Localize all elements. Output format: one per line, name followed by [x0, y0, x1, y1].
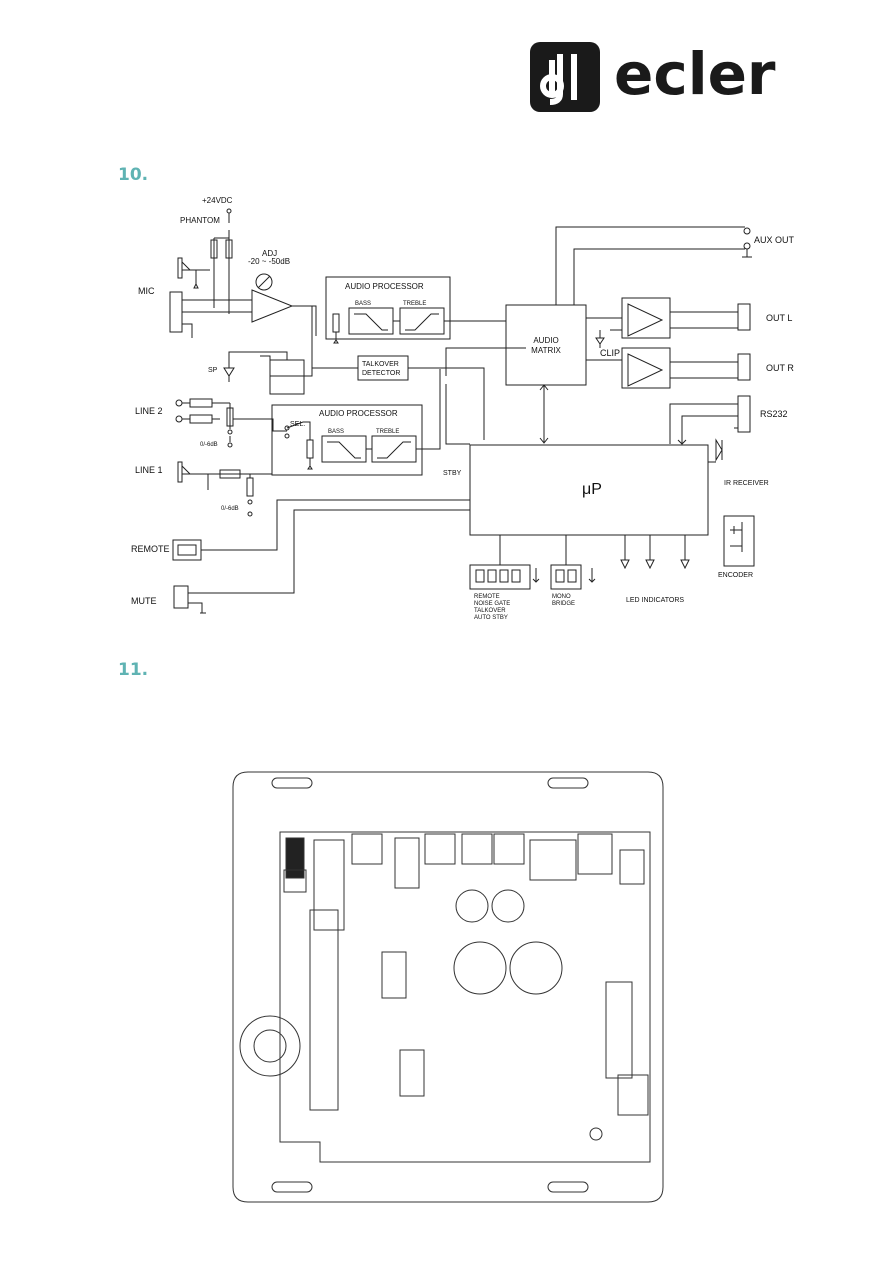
supply-label: +24VDC — [202, 196, 233, 205]
line2-label: LINE 2 — [135, 406, 163, 416]
treble-label-1: TREBLE — [403, 301, 426, 307]
remote-label: REMOTE — [131, 544, 170, 554]
dip2-label-1: BRIDGE — [552, 601, 575, 607]
audio-processor-label-1: AUDIO PROCESSOR — [345, 282, 424, 291]
audio-matrix-line1: AUDIO — [533, 336, 558, 345]
line1-label: LINE 1 — [135, 465, 163, 475]
dip2-label-0: MONO — [552, 594, 571, 600]
talkover-detector-line2: DETECTOR — [362, 370, 400, 377]
ecler-logo: ecler — [530, 42, 776, 112]
out-l-label: OUT L — [766, 313, 792, 323]
bass-label-1: BASS — [355, 301, 371, 307]
talkover-detector-line1: TALKOVER — [362, 361, 399, 368]
rs232-label: RS232 — [760, 409, 788, 419]
dip1-label-0: REMOTE — [474, 594, 500, 600]
encoder-label: ENCODER — [718, 572, 753, 579]
led-indicators-label: LED INDICATORS — [626, 597, 684, 604]
gain-label-line2: 0/-6dB — [200, 442, 218, 448]
mic-label: MIC — [138, 286, 155, 296]
dip1-label-2: TALKOVER — [474, 608, 506, 614]
treble-label-2: TREBLE — [376, 429, 399, 435]
brand-name: ecler — [614, 42, 776, 108]
section-number-10: 10. — [118, 165, 149, 185]
phantom-label: PHANTOM — [180, 216, 220, 225]
stby-label: STBY — [443, 470, 462, 477]
ir-receiver-label: IR RECEIVER — [724, 480, 769, 487]
gain-label-line1: 0/-6dB — [221, 506, 239, 512]
dip1-label-1: NOISE GATE — [474, 601, 510, 607]
sp-label: SP — [208, 367, 218, 374]
bass-label-2: BASS — [328, 429, 344, 435]
dip1-label-3: AUTO STBY — [474, 615, 508, 621]
sel-label: SEL. — [290, 421, 305, 428]
mute-label: MUTE — [131, 596, 157, 606]
clip-label: CLIP — [600, 348, 620, 358]
audio-processor-label-2: AUDIO PROCESSOR — [319, 409, 398, 418]
block-diagram: +24VDC PHANTOM ADJ -20 ~ -50dB MIC AUDIO… — [131, 196, 795, 621]
pcb-board-drawing — [232, 771, 664, 1203]
audio-matrix-line2: MATRIX — [531, 346, 561, 355]
adj-label: ADJ — [262, 249, 277, 258]
microprocessor-label: μP — [582, 481, 602, 498]
out-r-label: OUT R — [766, 363, 794, 373]
adj-range-label: -20 ~ -50dB — [248, 257, 290, 266]
aux-out-label: AUX OUT — [754, 235, 795, 245]
section-number-11: 11. — [118, 660, 149, 680]
